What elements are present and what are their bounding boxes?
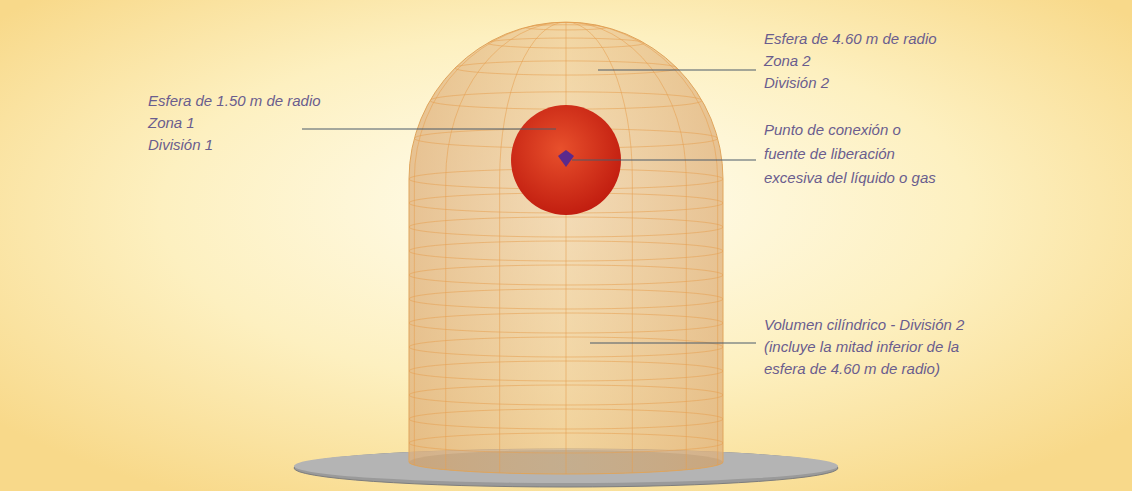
callout-label: Zona 1 <box>148 114 195 132</box>
callout-label: (incluye la mitad inferior de la <box>764 338 959 356</box>
callout-label: División 1 <box>148 136 213 154</box>
callout-label: Esfera de 4.60 m de radio <box>764 30 937 48</box>
callout-label: fuente de liberación <box>764 145 895 163</box>
dome-grid <box>409 22 723 474</box>
callout-label: esfera de 4.60 m de radio) <box>764 360 940 378</box>
callout-label: Volumen cilíndrico - División 2 <box>764 316 964 334</box>
leader-line <box>572 160 756 161</box>
grid-line <box>499 179 500 473</box>
callout-label: Zona 2 <box>764 52 811 70</box>
grid-line <box>566 179 567 474</box>
leader-line <box>302 129 556 130</box>
leader-lines <box>302 70 756 343</box>
callout-label: Esfera de 1.50 m de radio <box>148 92 321 110</box>
callout-label: División 2 <box>764 74 829 92</box>
callout-label: excesiva del líquido o gas <box>764 169 936 187</box>
leader-line <box>598 70 756 71</box>
division-2-volume <box>409 22 723 474</box>
grid-line <box>632 179 633 473</box>
grid-line <box>686 179 687 470</box>
leader-line <box>590 343 756 344</box>
grid-line <box>414 179 415 465</box>
grid-line <box>717 179 718 465</box>
release-point <box>558 150 574 167</box>
grid-line <box>445 179 446 470</box>
callout-label: Punto de conexión o <box>764 121 901 139</box>
